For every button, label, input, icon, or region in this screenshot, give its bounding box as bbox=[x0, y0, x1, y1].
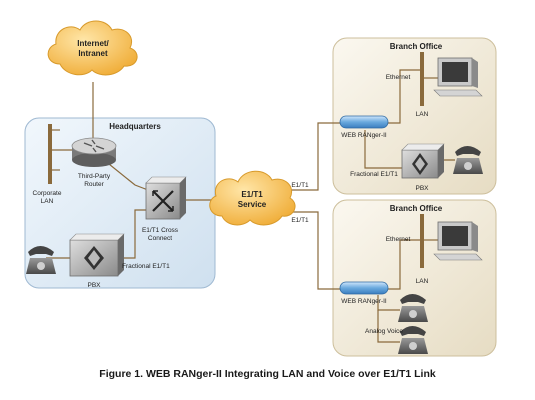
branch-top-title: Branch Office bbox=[390, 42, 443, 51]
link-label-bottom: E1/T1 bbox=[291, 217, 309, 224]
branch-top-pbx-label: PBX bbox=[415, 185, 429, 192]
branch-bottom-title: Branch Office bbox=[390, 204, 443, 213]
branch-top-fractional-label: Fractional E1/T1 bbox=[350, 171, 398, 178]
cross-connect-icon bbox=[145, 176, 187, 220]
headquarters-title: Headquarters bbox=[109, 122, 161, 131]
corporate-lan-bus bbox=[48, 124, 60, 184]
branch-top-lan-label: LAN bbox=[416, 111, 429, 118]
telephone-icon bbox=[26, 246, 56, 274]
figure-caption: Figure 1. WEB RANger-II Integrating LAN … bbox=[99, 368, 436, 380]
pbx-icon bbox=[401, 143, 445, 179]
branch-bottom-lan-bus bbox=[420, 214, 424, 268]
branch-top-device-label: WEB RANger-II bbox=[341, 132, 387, 139]
hq-pbx-label: PBX bbox=[87, 282, 101, 289]
computer-icon bbox=[433, 57, 483, 97]
cross-connect-label-line1: E1/T1 Cross bbox=[142, 227, 179, 234]
internet-cloud: Internet/ Intranet bbox=[47, 20, 138, 76]
branch-bottom-device-label: WEB RANger-II bbox=[341, 298, 387, 305]
cross-connect-label-line2: Connect bbox=[148, 235, 172, 242]
telephone-icon bbox=[453, 146, 483, 174]
router-label-line2: Router bbox=[84, 181, 104, 188]
branch-top-ethernet-label: Ethernet bbox=[386, 74, 411, 81]
router-label-line1: Third-Party bbox=[78, 173, 111, 180]
telephone-icon bbox=[398, 326, 428, 354]
web-ranger-device-icon bbox=[339, 115, 389, 129]
hq-fractional-label: Fractional E1/T1 bbox=[122, 263, 170, 270]
telephone-icon bbox=[398, 294, 428, 322]
branch-top-lan-bus bbox=[420, 52, 424, 106]
connection-lines bbox=[46, 69, 455, 343]
pbx-icon bbox=[69, 233, 125, 277]
branch-bottom-lan-label: LAN bbox=[416, 278, 429, 285]
branch-bottom-ethernet-label: Ethernet bbox=[386, 236, 411, 243]
service-label-line2: Service bbox=[238, 200, 267, 209]
web-ranger-device-icon bbox=[339, 281, 389, 295]
link-label-top: E1/T1 bbox=[291, 182, 309, 189]
internet-label-line1: Internet/ bbox=[77, 39, 109, 48]
service-label-line1: E1/T1 bbox=[241, 190, 263, 199]
computer-icon bbox=[433, 221, 483, 261]
analog-voice-label: Analog Voice bbox=[365, 328, 403, 335]
router-icon bbox=[71, 137, 117, 167]
internet-label-line2: Intranet bbox=[78, 49, 108, 58]
e1t1-service-cloud: E1/T1 Service bbox=[209, 170, 296, 226]
corporate-lan-label-line2: LAN bbox=[41, 198, 54, 205]
corporate-lan-label-line1: Corporate bbox=[33, 190, 62, 197]
